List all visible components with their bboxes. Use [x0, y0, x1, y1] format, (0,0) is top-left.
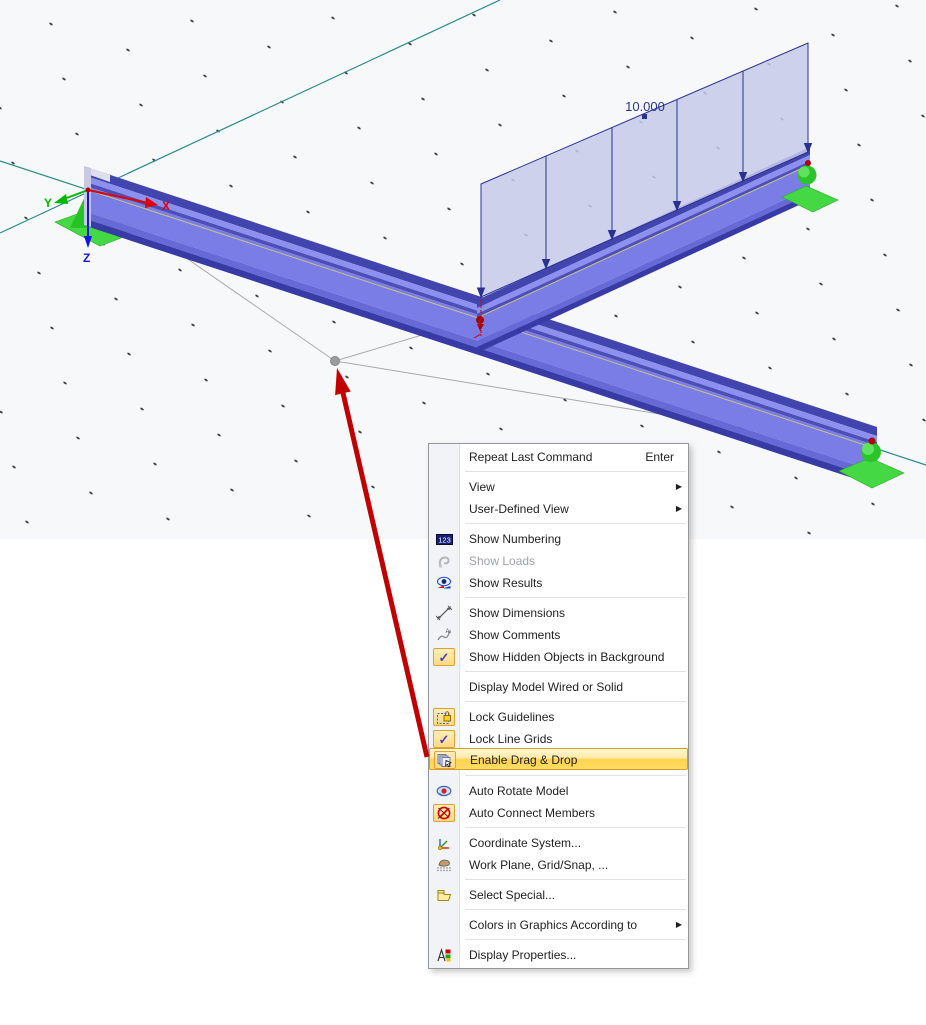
- menu-item-show-results[interactable]: Show Results: [429, 572, 688, 594]
- coordinate-icon: [432, 834, 456, 852]
- rotate-icon: [432, 782, 456, 800]
- node-top-right[interactable]: [805, 160, 811, 166]
- menu-item-user-defined-view[interactable]: User-Defined View ▶: [469, 502, 682, 516]
- folder-icon: [432, 886, 456, 904]
- svg-text:123: 123: [438, 536, 451, 545]
- check-icon: ✓: [433, 648, 455, 666]
- menu-item-auto-rotate-model[interactable]: Auto Rotate Model: [429, 780, 688, 802]
- menu-item-coordinate-system[interactable]: Coordinate System...: [429, 832, 688, 854]
- coordinate-axes: X Y Z: [44, 189, 170, 265]
- submenu-arrow-icon: ▶: [675, 920, 682, 929]
- menu-separator: [465, 471, 686, 472]
- menu-separator: [465, 597, 686, 598]
- drag-drop-icon: [434, 751, 456, 769]
- free-node[interactable]: [330, 356, 340, 366]
- menu-separator: [465, 671, 686, 672]
- node-origin[interactable]: [85, 187, 91, 193]
- menu-item-select-special[interactable]: Select Special...: [429, 884, 688, 906]
- dimensions-icon: [432, 604, 456, 622]
- shortcut-label: Enter: [645, 450, 674, 464]
- menu-icon-strip: [429, 444, 460, 968]
- menu-separator: [465, 775, 686, 776]
- menu-separator: [465, 701, 686, 702]
- submenu-arrow-icon: ▶: [675, 482, 682, 491]
- numbering-icon: 123: [432, 530, 456, 548]
- connect-icon: [433, 804, 455, 822]
- check-icon: ✓: [433, 730, 455, 748]
- menu-item-lock-guidelines[interactable]: Lock Guidelines: [429, 706, 688, 728]
- member-load[interactable]: 10.000: [476, 42, 813, 299]
- axis-z-label: Z: [83, 251, 90, 265]
- menu-item-view[interactable]: View ▶: [469, 480, 682, 494]
- svg-text:A: A: [446, 629, 450, 635]
- menu-item-show-numbering[interactable]: 123 Show Numbering: [429, 528, 688, 550]
- workplane-icon: [432, 856, 456, 874]
- member-beam-2[interactable]: [477, 147, 810, 353]
- menu-separator: [465, 879, 686, 880]
- load-handle[interactable]: [642, 114, 647, 119]
- menu-item-auto-connect-members[interactable]: Auto Connect Members: [429, 802, 688, 824]
- node-crossing[interactable]: [473, 300, 484, 339]
- menu-separator: [465, 939, 686, 940]
- menu-separator: [465, 523, 686, 524]
- load-value-label: 10.000: [625, 99, 665, 114]
- loads-icon: [432, 552, 456, 570]
- menu-item-show-hidden-objects[interactable]: ✓ Show Hidden Objects in Background: [429, 646, 688, 668]
- comments-icon: A: [432, 626, 456, 644]
- axis-x-label: X: [162, 199, 170, 213]
- support-top-right[interactable]: [781, 165, 839, 213]
- menu-item-repeat-last-command[interactable]: Repeat Last Command Enter: [469, 450, 674, 464]
- menu-item-show-loads[interactable]: Show Loads: [429, 550, 688, 572]
- lock-icon: [433, 708, 455, 726]
- menu-item-lock-line-grids[interactable]: ✓ Lock Line Grids: [429, 728, 688, 750]
- menu-separator: [465, 909, 686, 910]
- menu-item-enable-drag-and-drop[interactable]: Enable Drag & Drop: [429, 748, 688, 770]
- menu-item-show-dimensions[interactable]: Show Dimensions: [429, 602, 688, 624]
- menu-item-show-comments[interactable]: A Show Comments: [429, 624, 688, 646]
- menu-item-display-model-wired-or-solid[interactable]: Display Model Wired or Solid: [469, 680, 624, 694]
- menu-separator: [465, 827, 686, 828]
- axis-y-label: Y: [44, 196, 52, 210]
- results-icon: [432, 574, 456, 592]
- menu-item-work-plane-grid-snap[interactable]: Work Plane, Grid/Snap, ...: [429, 854, 688, 876]
- node-bottom-right[interactable]: [868, 437, 876, 445]
- menu-item-display-properties[interactable]: Display Properties...: [429, 944, 688, 966]
- support-bottom-right[interactable]: [838, 442, 905, 489]
- context-menu: Repeat Last Command Enter View ▶ User-De…: [428, 443, 689, 969]
- properties-icon: [432, 946, 456, 964]
- submenu-arrow-icon: ▶: [675, 504, 682, 513]
- guideline[interactable]: [0, 0, 501, 234]
- menu-item-colors-in-graphics[interactable]: Colors in Graphics According to ▶: [469, 918, 682, 932]
